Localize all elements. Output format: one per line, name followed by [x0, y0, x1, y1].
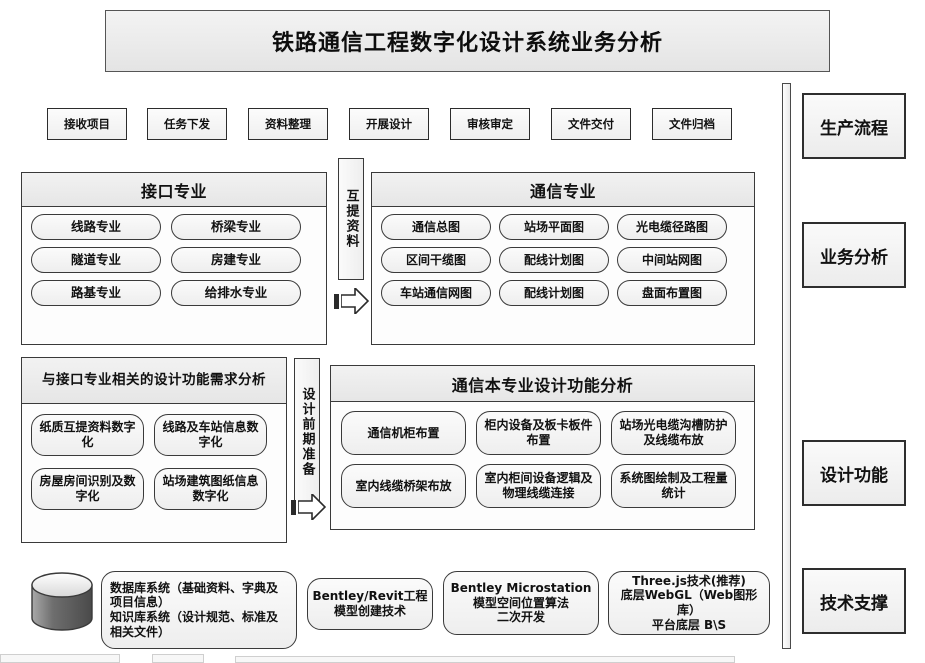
- sidebar-item-tech-support[interactable]: 技术支撑: [802, 568, 906, 634]
- comm-item[interactable]: 配线计划图: [499, 280, 609, 306]
- bottom-edge-artifact-right: [235, 656, 735, 663]
- bottom-edge-artifact-left: [0, 654, 120, 663]
- process-step-label: 文件交付: [568, 117, 614, 131]
- design-item[interactable]: 室内线缆桥架布放: [341, 464, 466, 508]
- process-step-3[interactable]: 资料整理: [248, 108, 328, 140]
- comm-item[interactable]: 光电缆径路图: [617, 214, 727, 240]
- design-function-heading: 通信本专业设计功能分析: [331, 366, 754, 402]
- design-function-panel: 通信本专业设计功能分析 通信机柜布置 柜内设备及板卡板件布置 站场光电缆沟槽防护…: [330, 365, 755, 530]
- process-step-1[interactable]: 接收项目: [47, 108, 127, 140]
- exchange-material-strip: 互提资料: [338, 158, 364, 280]
- process-step-label: 文件归档: [669, 117, 715, 131]
- sidebar-item-label: 设计功能: [820, 465, 888, 486]
- interface-specialty-heading: 接口专业: [22, 173, 326, 207]
- design-preparation-strip: 设计前期准备: [294, 358, 320, 506]
- process-step-7[interactable]: 文件归档: [652, 108, 732, 140]
- interface-item[interactable]: 路基专业: [31, 280, 161, 306]
- bottom-edge-artifact-mid: [152, 654, 204, 663]
- communication-specialty-heading: 通信专业: [372, 173, 754, 207]
- page-title: 铁路通信工程数字化设计系统业务分析: [105, 10, 830, 72]
- interface-item[interactable]: 房建专业: [171, 247, 301, 273]
- interface-item[interactable]: 桥梁专业: [171, 214, 301, 240]
- design-item[interactable]: 室内柜间设备逻辑及物理线缆连接: [476, 464, 601, 508]
- sidebar-item-design-function[interactable]: 设计功能: [802, 440, 906, 506]
- process-step-4[interactable]: 开展设计: [349, 108, 429, 140]
- process-step-label: 接收项目: [64, 117, 110, 131]
- preparation-arrow-icon: [291, 494, 326, 520]
- tech-support-item-bentley-revit[interactable]: Bentley/Revit工程模型创建技术: [307, 578, 433, 630]
- sidebar-item-production-flow[interactable]: 生产流程: [802, 93, 906, 159]
- sidebar-item-business-analysis[interactable]: 业务分析: [802, 222, 906, 288]
- process-step-label: 任务下发: [164, 117, 210, 131]
- tech-support-item-microstation[interactable]: Bentley Microstation 模型空间位置算法 二次开发: [443, 571, 599, 635]
- design-item[interactable]: 柜内设备及板卡板件布置: [476, 411, 601, 455]
- comm-item[interactable]: 站场平面图: [499, 214, 609, 240]
- process-step-2[interactable]: 任务下发: [147, 108, 227, 140]
- requirement-analysis-panel: 与接口专业相关的设计功能需求分析 纸质互提资料数字化 线路及车站信息数字化 房屋…: [21, 357, 287, 543]
- comm-item[interactable]: 配线计划图: [499, 247, 609, 273]
- sidebar-item-label: 技术支撑: [820, 593, 888, 614]
- process-step-label: 审核审定: [467, 117, 513, 131]
- process-step-6[interactable]: 文件交付: [551, 108, 631, 140]
- requirement-item[interactable]: 房屋房间识别及数字化: [31, 468, 144, 510]
- exchange-arrow-icon: [334, 288, 369, 314]
- tech-support-item-database[interactable]: 数据库系统（基础资料、字典及项目信息） 知识库系统（设计规范、标准及相关文件）: [101, 571, 297, 649]
- requirement-analysis-heading: 与接口专业相关的设计功能需求分析: [22, 358, 286, 404]
- design-item[interactable]: 通信机柜布置: [341, 411, 466, 455]
- interface-item[interactable]: 给排水专业: [171, 280, 301, 306]
- comm-item[interactable]: 车站通信网图: [381, 280, 491, 306]
- process-step-5[interactable]: 审核审定: [450, 108, 530, 140]
- interface-item[interactable]: 隧道专业: [31, 247, 161, 273]
- comm-item[interactable]: 区间干缆图: [381, 247, 491, 273]
- sidebar-item-label: 生产流程: [820, 118, 888, 139]
- database-cylinder-icon: [30, 572, 94, 632]
- design-item[interactable]: 站场光电缆沟槽防护及线缆布放: [611, 411, 736, 455]
- design-item[interactable]: 系统图绘制及工程量统计: [611, 464, 736, 508]
- interface-specialty-panel: 接口专业 线路专业 桥梁专业 隧道专业 房建专业 路基专业 给排水专业: [21, 172, 327, 345]
- interface-item[interactable]: 线路专业: [31, 214, 161, 240]
- communication-specialty-panel: 通信专业 通信总图 站场平面图 光电缆径路图 区间干缆图 配线计划图 中间站网图…: [371, 172, 755, 345]
- sidebar-item-label: 业务分析: [820, 247, 888, 268]
- requirement-item[interactable]: 站场建筑图纸信息数字化: [154, 468, 267, 510]
- comm-item[interactable]: 通信总图: [381, 214, 491, 240]
- tech-support-item-threejs[interactable]: Three.js技术(推荐) 底层WebGL（Web图形库） 平台底层 B\S: [608, 571, 770, 635]
- process-step-label: 开展设计: [366, 117, 412, 131]
- comm-item[interactable]: 中间站网图: [617, 247, 727, 273]
- requirement-item[interactable]: 纸质互提资料数字化: [31, 414, 144, 456]
- requirement-item[interactable]: 线路及车站信息数字化: [154, 414, 267, 456]
- section-divider: [782, 83, 791, 649]
- comm-item[interactable]: 盘面布置图: [617, 280, 727, 306]
- process-step-label: 资料整理: [265, 117, 311, 131]
